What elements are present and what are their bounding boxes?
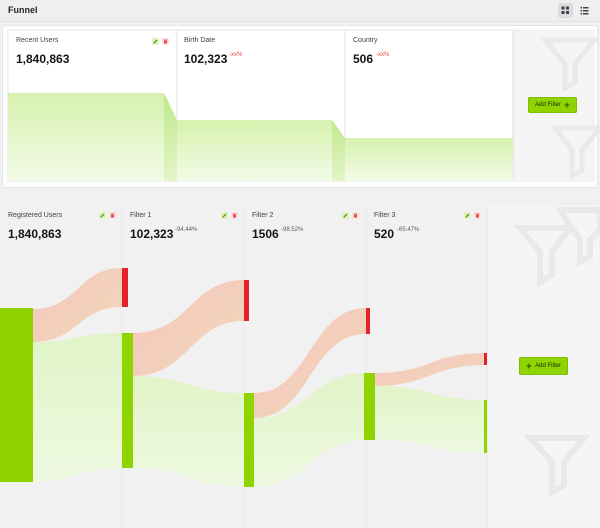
pencil-icon: [343, 213, 348, 218]
card-delta: -98.52%: [281, 227, 304, 233]
card-value: 1,840,863: [8, 227, 62, 241]
drop-bar-1: [122, 268, 128, 307]
card-label: Birth Date: [184, 37, 216, 44]
stage-bar-filter-2: [244, 393, 254, 487]
add-filter-label: Add Filter: [535, 102, 561, 108]
stage-bar-registered-users: [0, 308, 33, 482]
edit-button[interactable]: [464, 212, 471, 219]
pencil-icon: [100, 213, 105, 218]
delete-button[interactable]: [109, 212, 116, 219]
card-label: Country: [353, 37, 378, 44]
summary-area-birth-date: [177, 120, 332, 181]
card-value: 102,323: [130, 227, 174, 241]
trash-icon: [163, 39, 168, 44]
summary-area-country: [345, 138, 513, 181]
card-delta: -xx%: [229, 52, 243, 58]
delete-button[interactable]: [162, 38, 169, 45]
add-filter-label: Add Filter: [535, 363, 561, 369]
funnel-add-filter-button[interactable]: Add Filter: [519, 357, 568, 375]
delete-button[interactable]: [352, 212, 359, 219]
continue-flow-4: [375, 386, 487, 453]
delete-button[interactable]: [474, 212, 481, 219]
card-value: 102,323: [184, 52, 228, 66]
card-delta: -65.47%: [397, 227, 420, 233]
trash-icon: [110, 213, 115, 218]
edit-button[interactable]: [152, 38, 159, 45]
delete-button[interactable]: [231, 212, 238, 219]
funnel-watermark-icon: [539, 37, 600, 181]
summary-add-filter-button[interactable]: Add Filter: [528, 97, 577, 113]
list-view-icon: [580, 7, 589, 15]
continue-flow-1: [33, 333, 122, 482]
drop-bar-4: [484, 353, 487, 365]
card-label: Recent Users: [16, 37, 59, 44]
grid-view-icon: [561, 6, 569, 14]
edit-button[interactable]: [221, 212, 228, 219]
drop-bar-2: [244, 280, 249, 321]
funnel-watermark-icon: [513, 207, 600, 498]
card-delta: -xx%: [376, 52, 390, 58]
continue-flow-2: [133, 376, 244, 487]
funnel-header: Funnel: [0, 0, 600, 22]
drop-flow-2: [133, 280, 244, 376]
trash-icon: [232, 213, 237, 218]
card-delta: -94.44%: [175, 227, 198, 233]
plus-icon: [564, 102, 570, 108]
summary-connector: [332, 120, 345, 181]
card-label: Filter 3: [374, 212, 396, 219]
card-label: Filter 2: [252, 212, 274, 219]
card-value: 1506: [252, 227, 279, 241]
trash-icon: [475, 213, 480, 218]
pencil-icon: [153, 39, 158, 44]
stage-bar-filter-1: [122, 333, 133, 468]
stage-bar-filter-4: [484, 400, 487, 453]
drop-flow-4: [375, 353, 487, 386]
drop-flow-1: [33, 268, 122, 342]
card-value: 520: [374, 227, 395, 241]
summary-connector: [164, 93, 177, 181]
summary-area-recent-users: [8, 93, 164, 181]
plus-icon: [526, 363, 532, 369]
stage-bar-filter-3: [364, 373, 375, 440]
pencil-icon: [465, 213, 470, 218]
edit-button[interactable]: [99, 212, 106, 219]
grid-view-button[interactable]: [558, 3, 573, 18]
card-value: 1,840,863: [16, 52, 70, 66]
drop-flow-3: [254, 308, 366, 418]
continue-flow-3: [254, 373, 366, 487]
drop-bar-3: [366, 308, 370, 334]
pencil-icon: [222, 213, 227, 218]
card-value: 506: [353, 52, 374, 66]
trash-icon: [353, 213, 358, 218]
list-view-button[interactable]: [577, 3, 592, 18]
page-title: Funnel: [8, 5, 38, 15]
card-label: Registered Users: [8, 212, 63, 219]
edit-button[interactable]: [342, 212, 349, 219]
card-label: Filter 1: [130, 212, 152, 219]
